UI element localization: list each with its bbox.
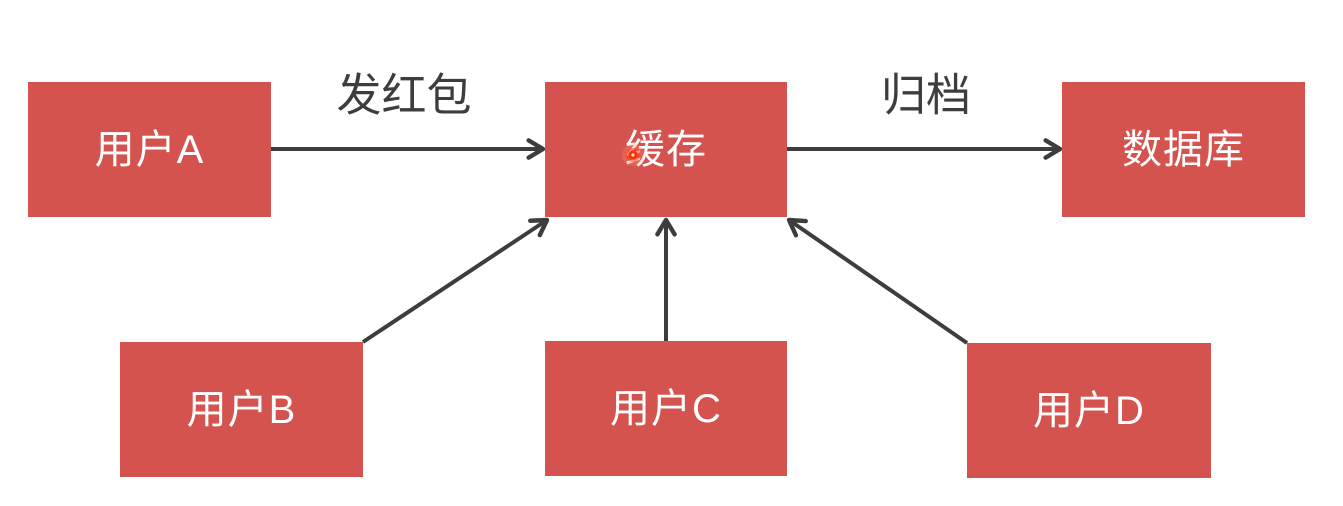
node-label-database: 数据库 <box>1122 127 1245 172</box>
node-user-d: 用户D <box>967 343 1211 478</box>
node-database: 数据库 <box>1062 82 1305 217</box>
edge-label-cache-to-database: 归档 <box>880 69 972 121</box>
node-label-user-c: 用户C <box>610 386 722 431</box>
node-label-cache: 缓存 <box>625 127 707 172</box>
node-cache: 缓存 <box>545 82 787 217</box>
node-user-c: 用户C <box>545 341 787 476</box>
node-label-user-a: 用户A <box>94 127 205 172</box>
edge-user-b-to-cache <box>361 217 550 344</box>
node-label-user-d: 用户D <box>1033 388 1145 433</box>
node-user-b: 用户B <box>120 342 363 477</box>
node-label-user-b: 用户B <box>186 387 297 432</box>
edge-user-d-to-cache <box>786 217 969 345</box>
node-user-a: 用户A <box>28 82 271 217</box>
edge-label-user-a-to-cache: 发红包 <box>336 69 472 121</box>
